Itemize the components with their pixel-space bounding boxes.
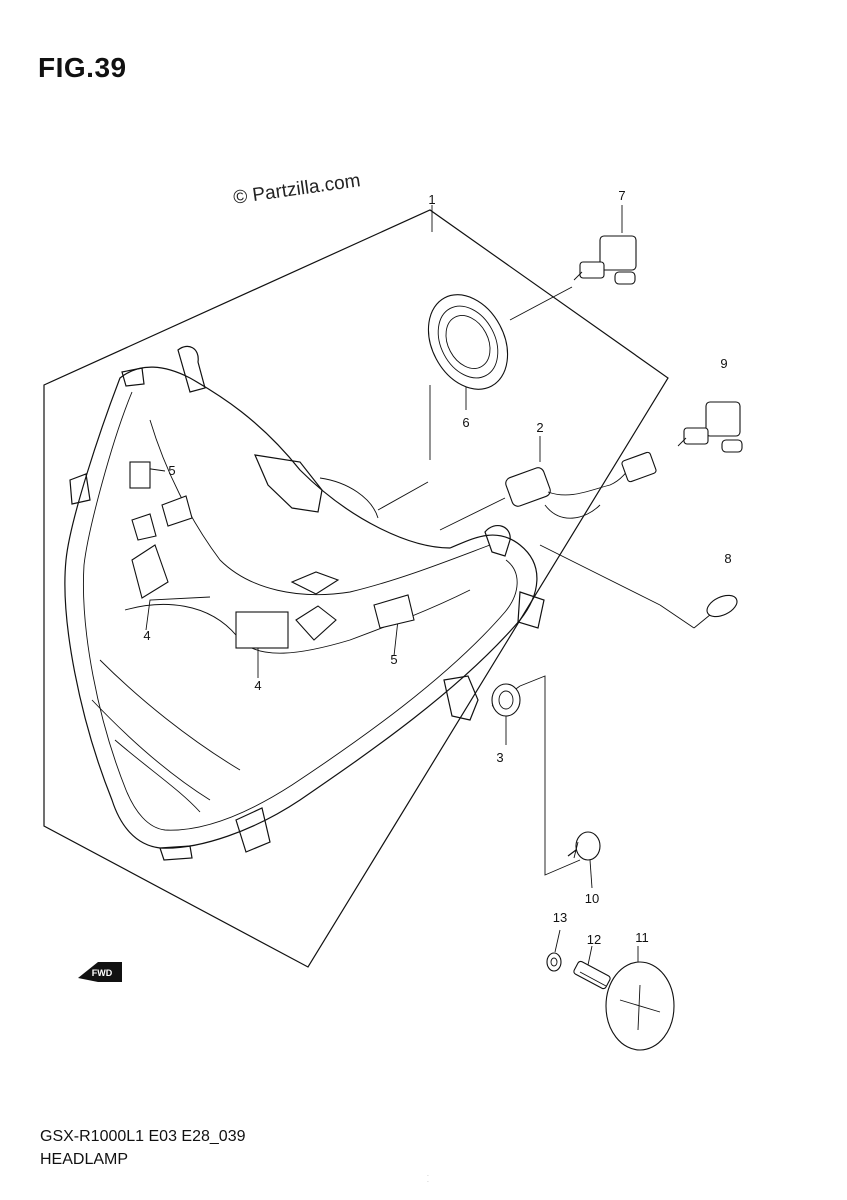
adjuster-cap-11 <box>605 961 675 1051</box>
bulb-9 <box>677 401 743 453</box>
fine-print: · · <box>368 1173 488 1185</box>
callout-11: 11 <box>635 930 649 945</box>
callout-4-left: 4 <box>143 628 150 643</box>
diagram-name: HEADLAMP <box>40 1151 129 1168</box>
grommet-3 <box>491 683 521 717</box>
headlamp-housing <box>64 345 545 861</box>
fwd-arrow-marker: FWD <box>78 962 122 982</box>
callout-12: 12 <box>587 932 601 947</box>
callout-10: 10 <box>585 891 599 906</box>
socket-harness-2 <box>505 451 657 519</box>
callout-2: 2 <box>536 420 543 435</box>
callout-9: 9 <box>720 356 727 371</box>
fine-print-line-2: · <box>427 1179 429 1185</box>
bulb-8 <box>706 594 738 618</box>
screw-10 <box>567 831 601 861</box>
callout-7: 7 <box>618 188 625 203</box>
model-code: GSX-R1000L1 E03 E28_039 <box>40 1128 246 1145</box>
callout-13: 13 <box>553 910 567 925</box>
callout-8: 8 <box>724 551 731 566</box>
figure-title: FIG.39 <box>38 52 127 83</box>
callout-5-right: 5 <box>390 652 397 667</box>
assembly-boundary <box>43 209 669 968</box>
nut-13 <box>546 952 562 972</box>
fine-print-line-1: · <box>427 1173 429 1179</box>
fwd-label: FWD <box>92 968 113 978</box>
callout-4-center: 4 <box>254 678 261 693</box>
reflector-ring <box>427 294 509 390</box>
callout-6: 6 <box>462 415 469 430</box>
bulb-7 <box>573 235 637 285</box>
adjuster-bolt-12 <box>573 960 611 990</box>
callout-5-left: 5 <box>168 463 175 478</box>
callout-3: 3 <box>496 750 503 765</box>
callout-1: 1 <box>428 192 435 207</box>
